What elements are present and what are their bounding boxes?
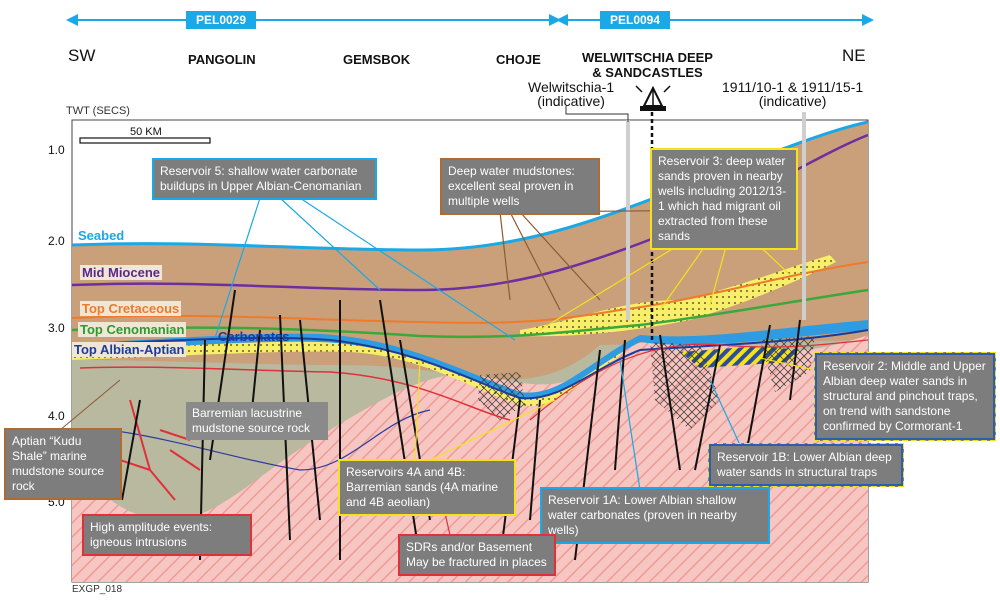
prospect-gemsbok: GEMSBOK (343, 52, 411, 67)
top-cretaceous-horizon (71, 261, 869, 324)
note-igneous-intrusions: High amplitude events: igneous intrusion… (82, 514, 252, 556)
prospect-choje: CHOJE (496, 52, 541, 67)
res1b-leader (709, 379, 741, 446)
carbonate-band-east (640, 320, 868, 345)
fractured-zone (478, 372, 525, 420)
res1a-leader (619, 359, 641, 491)
direction-sw: SW (68, 46, 96, 65)
kudu-leader (59, 379, 121, 431)
base-horizon (79, 366, 511, 421)
scale-bar (79, 137, 211, 144)
label-top-cretaceous: Top Cretaceous (80, 301, 182, 316)
note-deep-water-mudstones: Deep water mudstones: excellent seal pro… (440, 158, 600, 215)
note-kudu-shale: Aptian “Kudu Shale” marine mudstone sour… (4, 428, 122, 500)
axis-tick: 1.0 (48, 143, 65, 157)
label-seabed: Seabed (78, 228, 125, 243)
well-welwitschia-label: Welwitschia-1 (indicative) (528, 79, 615, 109)
well-welwitschia-leader (565, 106, 629, 122)
axis-tick: 3.0 (48, 321, 65, 335)
prospect-pangolin: PANGOLIN (188, 52, 256, 67)
figure-code: EXGP_018 (72, 584, 123, 595)
note-reservoir-2: Reservoir 2: Middle and Upper Albian dee… (814, 352, 996, 441)
note-reservoir-3: Reservoir 3: deep water sands proven in … (650, 148, 798, 250)
deep-horizon (109, 409, 431, 471)
axis-tick: 4.0 (48, 409, 65, 423)
label-top-albian-aptian: Top Albian-Aptian (72, 342, 187, 357)
drilling-rig-icon (635, 85, 671, 111)
note-reservoir-1a: Reservoir 1A: Lower Albian shallow water… (540, 487, 770, 544)
direction-ne: NE (842, 46, 866, 65)
note-barremian-source: Barremian lacustrine mudstone source roc… (186, 402, 328, 440)
prospect-welwitschia-deep: WELWITSCHIA DEEP & SANDCASTLES (582, 50, 713, 80)
axis-title: TWT (SECS) (66, 105, 130, 117)
fractured-zone (650, 342, 720, 430)
res5-leaders (214, 197, 516, 341)
note-reservoirs-4: Reservoirs 4A and 4B: Barremian sands (4… (338, 459, 516, 516)
res4-leaders (414, 359, 556, 461)
label-carbonates: Carbonates (218, 329, 290, 344)
note-reservoir-1b: Reservoir 1B: Lower Albian deep water sa… (708, 443, 904, 487)
scale-bar-label: 50 KM (130, 126, 162, 138)
igneous-intrusions (119, 399, 201, 501)
reservoir-3-sands (520, 255, 836, 337)
label-top-cenomanian: Top Cenomanian (78, 322, 187, 337)
note-reservoir-5: Reservoir 5: shallow water carbonate bui… (152, 158, 377, 200)
res2-leader (759, 357, 816, 371)
note-sdr-basement: SDRs and/or Basement May be fractured in… (398, 534, 556, 576)
axis-tick: 2.0 (48, 234, 65, 248)
permit-pel0094: PEL0094 (600, 11, 671, 29)
well-1911-label: 1911/10-1 & 1911/15-1 (indicative) (722, 79, 864, 109)
permit-pel0029: PEL0029 (186, 11, 257, 29)
label-mid-miocene: Mid Miocene (80, 265, 163, 280)
top-cenomanian-horizon (71, 288, 869, 339)
